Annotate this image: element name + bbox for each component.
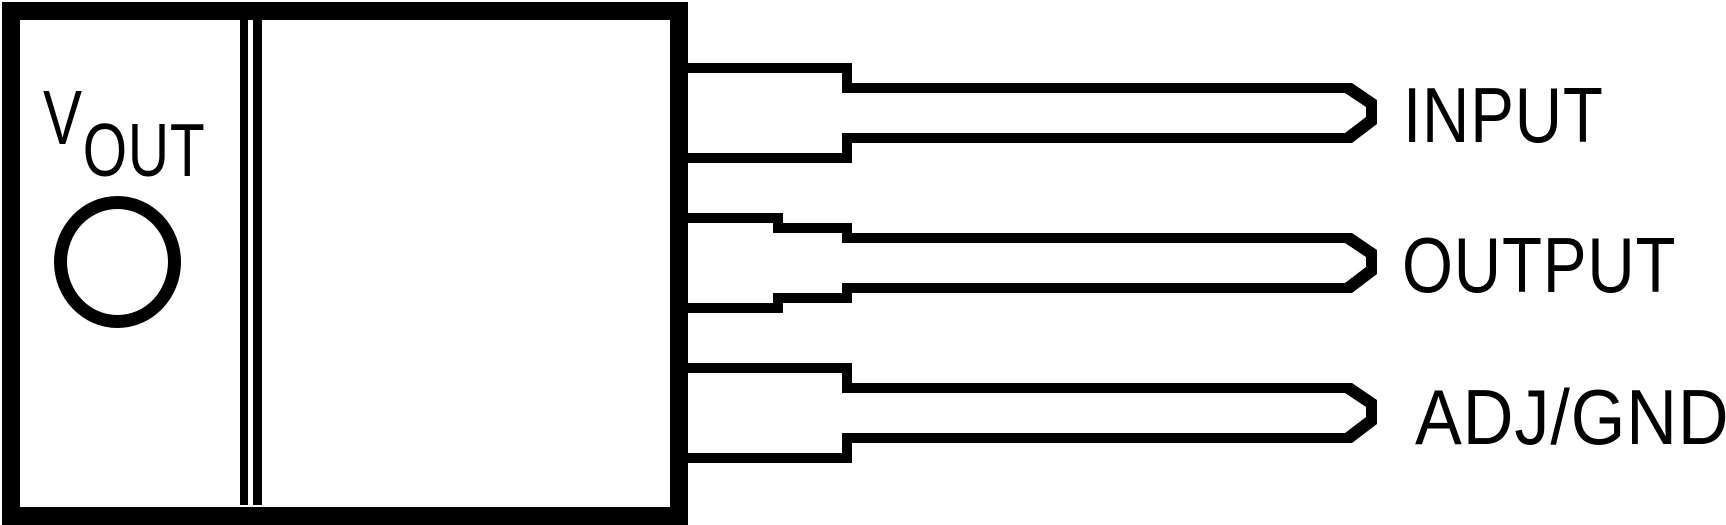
tab-separator-line — [240, 20, 248, 505]
pin-1-lead — [670, 63, 1377, 163]
package-marking: VOUT — [43, 80, 205, 188]
pin-1-label: INPUT — [1403, 71, 1604, 159]
pin-2-label: OUTPUT — [1402, 221, 1677, 309]
pin-2-lead — [670, 213, 1377, 313]
pin-3-label: ADJ/GND — [1415, 373, 1726, 461]
pin-3-lead — [670, 363, 1377, 463]
marking-base-text: V — [43, 75, 83, 161]
marking-subscript-text: OUT — [82, 108, 206, 192]
tab-separator-line — [253, 20, 262, 505]
